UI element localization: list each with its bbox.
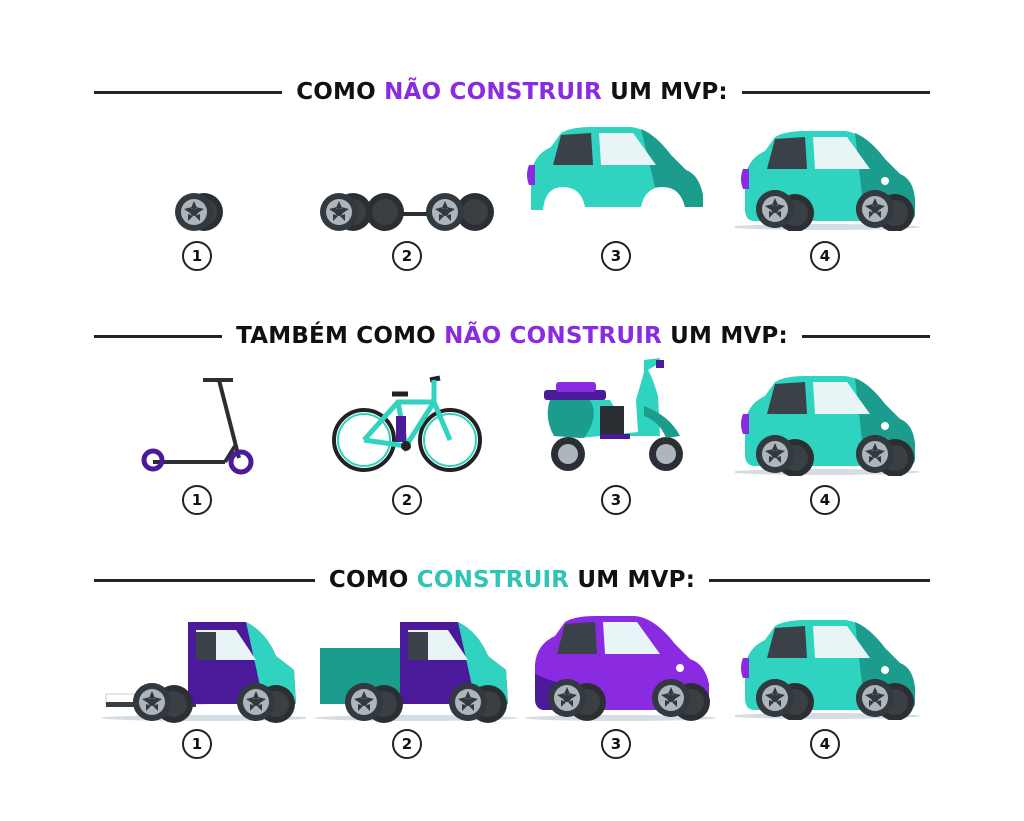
- section-3-title: COMO CONSTRUIR UM MVP:: [0, 567, 1024, 593]
- teal-car-icon: [735, 614, 925, 720]
- step-number: 3: [601, 729, 631, 759]
- section-1-title-highlight: NÃO CONSTRUIR: [384, 79, 602, 105]
- step-number: 4: [810, 729, 840, 759]
- step-number: 2: [392, 485, 422, 515]
- motor-scooter-icon: [544, 358, 683, 471]
- step-number: 3: [601, 241, 631, 271]
- section-2-title-suffix: UM MVP:: [661, 323, 788, 349]
- step-number: 3: [601, 485, 631, 515]
- section-3-title-prefix: COMO: [328, 567, 417, 593]
- bicycle-icon: [332, 375, 482, 472]
- section-2-title-prefix: TAMBÉM COMO: [236, 323, 445, 349]
- section-1-title: COMO NÃO CONSTRUIR UM MVP:: [0, 79, 1024, 105]
- cab-chassis-icon: [101, 622, 306, 723]
- single-wheel-icon: [175, 193, 223, 231]
- kick-scooter-icon: [141, 378, 254, 475]
- car-body-icon: [527, 127, 703, 210]
- step-number: 4: [810, 485, 840, 515]
- step-number: 1: [182, 485, 212, 515]
- step-number: 2: [392, 729, 422, 759]
- teal-car-icon: [735, 125, 925, 231]
- section-1-title-suffix: UM MVP:: [601, 79, 728, 105]
- section-2-title-highlight: NÃO CONSTRUIR: [444, 323, 662, 349]
- section-3-title-highlight: CONSTRUIR: [416, 567, 570, 593]
- axle-wheels-icon: [320, 193, 494, 231]
- step-number: 1: [182, 241, 212, 271]
- section-2-title: TAMBÉM COMO NÃO CONSTRUIR UM MVP:: [0, 323, 1024, 349]
- step-number: 4: [810, 241, 840, 271]
- step-number: 2: [392, 241, 422, 271]
- section-1-title-prefix: COMO: [296, 79, 385, 105]
- section-3-title-suffix: UM MVP:: [569, 567, 696, 593]
- step-number: 1: [182, 729, 212, 759]
- purple-car-icon: [525, 616, 716, 721]
- pickup-truck-icon: [314, 622, 517, 723]
- teal-car-icon: [735, 370, 925, 476]
